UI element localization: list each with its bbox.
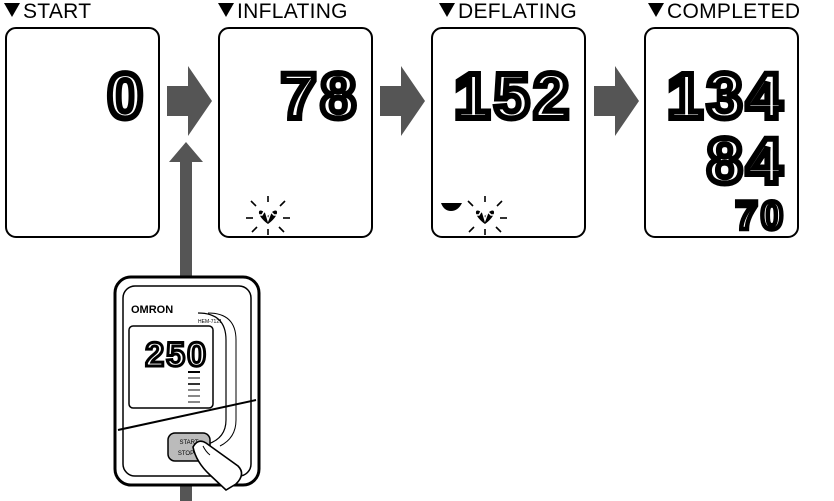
down-triangle-icon [218, 3, 234, 17]
model-label: HEM-7121 [198, 319, 222, 325]
down-triangle-icon [648, 3, 664, 17]
heartbeat-icon [246, 196, 290, 235]
reading-systolic: 134 [667, 60, 786, 132]
stage-label-text: INFLATING [237, 0, 348, 23]
finger-icon [192, 440, 243, 491]
pressure-level-bars [188, 371, 200, 403]
lcd-screen-start [5, 27, 160, 238]
reading-start: 0 [107, 60, 147, 132]
stage-label-text: DEFLATING [458, 0, 577, 23]
lcd-screen-deflating [431, 27, 586, 238]
stage-label-text: START [23, 0, 92, 23]
down-triangle-icon [4, 3, 20, 17]
reading-pulse: 70 [736, 194, 787, 238]
stage-label-inflating: INFLATING [218, 0, 348, 24]
arrow-right-icon [167, 66, 212, 136]
stage-label-completed: COMPLETED [648, 0, 800, 24]
device-display-value: 250 [145, 336, 208, 374]
reading-deflating: 152 [454, 60, 573, 132]
reading-inflating: 78 [281, 60, 360, 132]
arrow-right-icon [380, 66, 425, 136]
stop-button-label: STOP [178, 451, 194, 457]
brand-logo: OMRON [131, 304, 173, 316]
device-display [128, 325, 214, 409]
stage-label-deflating: DEFLATING [439, 0, 577, 24]
down-triangle-icon [439, 3, 455, 17]
arrow-right-icon [594, 66, 639, 136]
start-button-label: START [179, 440, 198, 446]
heartbeat-icon [467, 196, 507, 235]
arrow-up-icon [169, 142, 203, 290]
deflate-indicator-icon [441, 203, 462, 211]
blood-pressure-monitor: OMRON HEM-7121 250 START STOP [113, 275, 261, 491]
stage-label-start: START [4, 0, 91, 24]
reading-diastolic: 84 [707, 125, 786, 197]
stage-label-text: COMPLETED [667, 0, 801, 23]
arrow-tail [180, 483, 192, 501]
lcd-screen-completed [644, 27, 799, 238]
lcd-screen-inflating [218, 27, 373, 238]
